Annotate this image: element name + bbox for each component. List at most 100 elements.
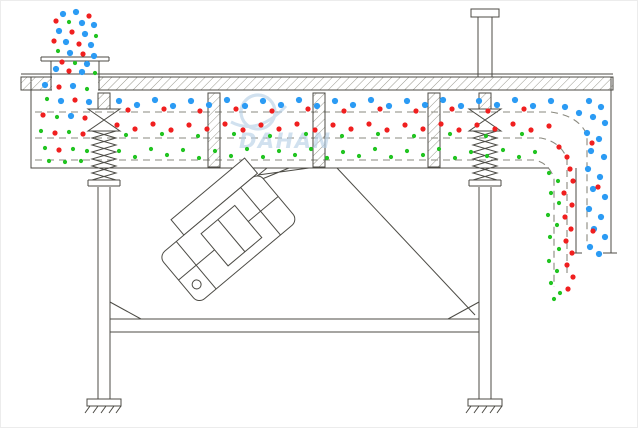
particle-medium [492, 126, 498, 132]
particle-fine [78, 158, 84, 164]
particle-medium [413, 108, 419, 114]
vibration-motor [161, 157, 296, 301]
particle-fine [164, 152, 170, 158]
particle-fine [292, 152, 298, 158]
particle-fine [228, 153, 234, 159]
particle-fine [483, 133, 489, 139]
particle-medium [348, 126, 354, 132]
particle-medium [485, 108, 491, 114]
particle-coarse [596, 173, 604, 181]
leg-right-lines [467, 187, 503, 407]
particle-medium [449, 106, 455, 112]
screen-deck-top-dashed [35, 111, 588, 245]
particle-medium [72, 97, 78, 103]
particle-medium [589, 140, 595, 146]
particle-fine [340, 149, 346, 155]
particle-coarse [78, 19, 86, 27]
particle-medium [168, 127, 174, 133]
particle-fine [484, 153, 490, 159]
particle-medium [562, 214, 568, 220]
particle-medium [565, 286, 571, 292]
particle-medium [595, 184, 601, 190]
particles-feed-zone [38, 81, 93, 165]
particle-fine [420, 152, 426, 158]
particles-deck-top [115, 96, 569, 114]
particle-coarse [367, 96, 375, 104]
particle-fine [556, 246, 562, 252]
base-crossmember [109, 301, 480, 333]
particle-coarse [597, 103, 605, 111]
particle-coarse [583, 129, 591, 137]
particle-medium [305, 106, 311, 112]
particles-feed-stream [51, 8, 99, 76]
particle-fine [66, 19, 72, 25]
support-leg-left [84, 187, 122, 414]
top-cover-plate [20, 76, 614, 91]
particle-fine [123, 132, 129, 138]
particle-coarse [277, 101, 285, 109]
particle-medium [384, 127, 390, 133]
particle-coarse [259, 97, 267, 105]
particle-medium [474, 122, 480, 128]
particle-medium [569, 250, 575, 256]
particle-medium [561, 190, 567, 196]
leg-left-ground-hatch [84, 405, 122, 414]
particle-medium [161, 106, 167, 112]
particle-medium [69, 29, 75, 35]
particle-medium [269, 108, 275, 114]
spring-upper-stub-left [97, 92, 111, 110]
screen-box-outline [30, 77, 617, 254]
particle-coarse [595, 135, 603, 143]
particles-discharge-fine [545, 170, 563, 302]
particle-medium [59, 59, 65, 65]
spring-base-right [468, 179, 502, 187]
particle-coarse [421, 101, 429, 109]
particle-fine [375, 131, 381, 137]
particle-fine [260, 154, 266, 160]
particle-coarse [587, 147, 595, 155]
particle-medium [276, 126, 282, 132]
particle-coarse [457, 102, 465, 110]
particle-fine [38, 128, 44, 134]
particle-coarse [55, 27, 63, 35]
particle-medium [567, 166, 573, 172]
particle-medium [76, 41, 82, 47]
particle-fine [66, 129, 72, 135]
particle-coarse [78, 68, 86, 76]
particle-medium [233, 106, 239, 112]
particle-medium [570, 274, 576, 280]
particle-medium [456, 127, 462, 133]
particle-medium [53, 18, 59, 24]
particle-medium [563, 238, 569, 244]
particle-fine [546, 170, 552, 176]
particle-fine [244, 146, 250, 152]
particle-coarse [223, 96, 231, 104]
particle-fine [532, 149, 538, 155]
particle-medium [564, 262, 570, 268]
particle-medium [377, 106, 383, 112]
particle-fine [556, 200, 562, 206]
spring-seat-right [467, 108, 503, 132]
particle-fine [276, 148, 282, 154]
top-port-cap [470, 8, 500, 18]
particle-medium [56, 147, 62, 153]
particle-medium [114, 122, 120, 128]
brand-logo-swoosh-icon [230, 104, 288, 128]
particle-medium [341, 108, 347, 114]
particle-medium [546, 123, 552, 129]
particle-medium [330, 122, 336, 128]
particle-fine [54, 114, 60, 120]
particle-fine [324, 155, 330, 161]
particle-coarse [69, 82, 77, 90]
particle-fine [500, 147, 506, 153]
particle-fine [148, 146, 154, 152]
particle-fine [557, 290, 563, 296]
particle-fine [132, 154, 138, 160]
particle-fine [72, 60, 78, 66]
particle-coarse [547, 97, 555, 105]
particle-coarse [601, 193, 609, 201]
particle-medium [125, 107, 131, 113]
particle-fine [116, 148, 122, 154]
particle-coarse [81, 30, 89, 38]
particle-coarse [585, 97, 593, 105]
